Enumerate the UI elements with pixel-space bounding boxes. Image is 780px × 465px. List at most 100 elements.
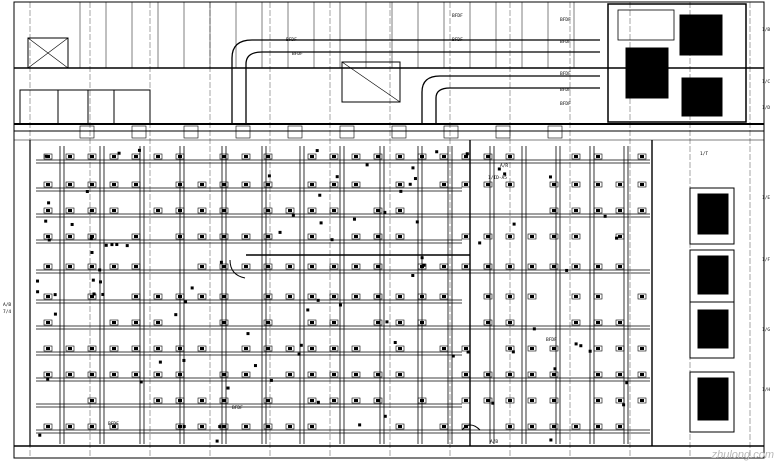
duct-fitting <box>89 237 93 241</box>
fan-room <box>341 61 401 103</box>
duct-fitting <box>70 222 74 226</box>
diffuser <box>373 397 383 404</box>
diffuser <box>549 423 559 430</box>
diffuser <box>43 153 53 160</box>
duct-tag: BFDF <box>292 52 303 57</box>
duct-fitting <box>553 367 557 371</box>
diffuser <box>483 153 493 160</box>
diffuser <box>483 319 493 326</box>
grille <box>339 125 355 139</box>
diffuser-core <box>222 321 226 324</box>
diffuser <box>175 345 185 352</box>
diffuser <box>505 319 515 326</box>
diffuser <box>263 207 273 214</box>
diffuser-core <box>574 295 578 298</box>
diffuser <box>571 423 581 430</box>
diffuser-core <box>90 399 94 402</box>
diffuser <box>131 263 141 270</box>
diffuser-core <box>552 399 556 402</box>
diffuser-core <box>46 265 50 268</box>
diffuser <box>549 371 559 378</box>
diffuser-core <box>486 155 490 158</box>
duct-fitting <box>246 332 250 336</box>
duct-fitting <box>503 172 507 176</box>
diffuser <box>241 371 251 378</box>
diffuser-core <box>46 295 50 298</box>
diffuser-core <box>508 295 512 298</box>
diffuser <box>351 345 361 352</box>
diffuser <box>197 207 207 214</box>
diffuser-core <box>310 155 314 158</box>
diffuser <box>505 293 515 300</box>
diffuser <box>351 153 361 160</box>
axis-tag: 1/G <box>762 328 771 333</box>
diffuser <box>109 153 119 160</box>
duct-fitting <box>466 350 470 354</box>
diffuser-core <box>266 399 270 402</box>
diffuser <box>109 319 119 326</box>
duct-fitting <box>549 438 553 442</box>
diffuser-core <box>46 347 50 350</box>
diffuser-core <box>486 183 490 186</box>
duct-fitting <box>53 293 57 297</box>
diffuser-core <box>90 373 94 376</box>
secondary-supply-duct <box>421 75 600 124</box>
diffuser-core <box>222 209 226 212</box>
diffuser-core <box>134 373 138 376</box>
watermark: zhulong.com <box>711 449 774 461</box>
diffuser-core <box>332 295 336 298</box>
diffuser-core <box>420 399 424 402</box>
diffuser-core <box>464 155 468 158</box>
diffuser <box>241 263 251 270</box>
duct-fitting <box>399 189 403 193</box>
duct-fitting <box>47 201 51 205</box>
diffuser <box>615 397 625 404</box>
diffuser-core <box>552 265 556 268</box>
duct-fitting <box>411 273 415 277</box>
duct-fitting <box>267 174 271 178</box>
diffuser-core <box>618 235 622 238</box>
diffuser-core <box>178 399 182 402</box>
diffuser-core <box>574 265 578 268</box>
duct-fitting <box>413 177 417 181</box>
diffuser <box>373 371 383 378</box>
diffuser <box>593 181 603 188</box>
diffuser <box>219 207 229 214</box>
diffuser <box>549 397 559 404</box>
diffuser <box>263 293 273 300</box>
grille <box>547 125 563 139</box>
duct-fitting <box>104 243 108 247</box>
diffuser-core <box>376 373 380 376</box>
grille <box>443 125 459 139</box>
diffuser-core <box>618 209 622 212</box>
duct-fitting <box>299 343 303 347</box>
diffuser-core <box>68 373 72 376</box>
diffuser-core <box>222 373 226 376</box>
diffuser-core <box>398 425 402 428</box>
diffuser <box>571 293 581 300</box>
diffuser <box>615 371 625 378</box>
diffuser-core <box>640 399 644 402</box>
diffuser-core <box>134 265 138 268</box>
diffuser-core <box>68 347 72 350</box>
diffuser <box>307 153 317 160</box>
duct-fitting <box>338 303 342 307</box>
diffuser-core <box>398 155 402 158</box>
diffuser <box>219 371 229 378</box>
diffuser <box>197 423 207 430</box>
diffuser-core <box>112 155 116 158</box>
diffuser <box>571 263 581 270</box>
diffuser <box>373 233 383 240</box>
diffuser <box>395 319 405 326</box>
diffuser <box>153 293 163 300</box>
diffuser <box>417 319 427 326</box>
diffuser-core <box>178 155 182 158</box>
diffuser-core <box>596 399 600 402</box>
diffuser <box>483 181 493 188</box>
diffuser <box>395 207 405 214</box>
diffuser-core <box>376 265 380 268</box>
duct-fitting <box>478 241 482 245</box>
diffuser <box>505 423 515 430</box>
